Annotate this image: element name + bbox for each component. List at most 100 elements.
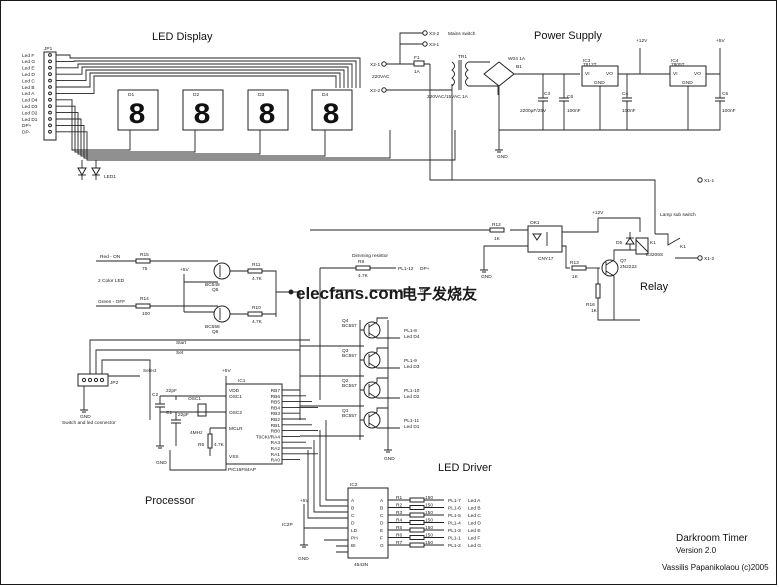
ic1-pin-label: RA0 bbox=[271, 458, 281, 464]
svg-text:+5V: +5V bbox=[180, 267, 189, 273]
segment-bus-line bbox=[56, 69, 345, 88]
jp1-pin-label: Led F bbox=[22, 53, 34, 59]
svg-text:PL1-5: PL1-5 bbox=[448, 513, 461, 519]
svg-text:Led D: Led D bbox=[468, 521, 481, 527]
ic1-pin-label: RB5 bbox=[271, 400, 281, 406]
svg-text:8: 8 bbox=[193, 99, 211, 133]
transistor-q5: BC548 Q5 bbox=[205, 262, 231, 293]
svg-text:+12V: +12V bbox=[592, 210, 604, 216]
svg-text:BC557: BC557 bbox=[342, 383, 357, 389]
ic1-pin-label: RB6 bbox=[271, 394, 281, 400]
svg-text:IC1: IC1 bbox=[238, 378, 246, 384]
svg-text:+5V: +5V bbox=[222, 368, 231, 374]
svg-text:+5V: +5V bbox=[300, 498, 309, 504]
svg-text:PL1-2: PL1-2 bbox=[448, 543, 461, 549]
title-block-version: Version 2.0 bbox=[676, 546, 717, 555]
svg-text:Q5: Q5 bbox=[212, 287, 219, 293]
ic1-pin-label: OSC1 bbox=[229, 394, 242, 400]
jp1-pin bbox=[48, 97, 52, 102]
jp1-pin bbox=[48, 104, 52, 109]
title-processor: Processor bbox=[145, 495, 195, 507]
svg-text:D2: D2 bbox=[193, 92, 199, 98]
watermark-chinese: 电子发烧友 bbox=[402, 285, 477, 303]
svg-text:R5: R5 bbox=[198, 442, 204, 448]
svg-text:R16: R16 bbox=[586, 302, 595, 308]
svg-text:PL1-3: PL1-3 bbox=[448, 528, 461, 534]
svg-text:Green - OFF: Green - OFF bbox=[98, 299, 125, 305]
jp1-pin bbox=[48, 65, 52, 70]
terminal-x2-2 bbox=[381, 87, 387, 93]
svg-text:R7: R7 bbox=[396, 540, 402, 546]
jp1-pin bbox=[48, 129, 52, 134]
svg-text:7812T: 7812T bbox=[583, 62, 597, 68]
jp1-pin-label: Led D3 bbox=[22, 104, 38, 110]
ic2-pin-label: G bbox=[380, 543, 384, 549]
segment-bus-line bbox=[56, 75, 337, 94]
jp1-pin bbox=[48, 78, 52, 83]
svg-text:GND: GND bbox=[298, 556, 309, 562]
bridge-rectifier: W04 1A B1 bbox=[483, 56, 526, 87]
segment-bus-line bbox=[56, 66, 349, 88]
jp1-pin-label: Led D bbox=[22, 72, 35, 78]
ic1-pin-label: RB1 bbox=[271, 423, 281, 429]
svg-text:DP-: DP- bbox=[420, 288, 429, 294]
watermark-latin: elecfans.com bbox=[296, 284, 404, 303]
svg-text:4.7K: 4.7K bbox=[358, 273, 369, 279]
svg-text:150: 150 bbox=[425, 525, 433, 531]
svg-text:PIC16F84AP: PIC16F84AP bbox=[228, 467, 256, 473]
svg-text:BC558: BC558 bbox=[205, 324, 220, 330]
ic1-pin-label: RA3 bbox=[271, 440, 281, 446]
svg-text:1K: 1K bbox=[591, 308, 598, 314]
ic1-pin-label: RB4 bbox=[271, 405, 281, 411]
svg-text:100nF: 100nF bbox=[622, 108, 636, 114]
ic2-pin-label: D bbox=[380, 521, 384, 527]
svg-text:Led A: Led A bbox=[468, 498, 481, 504]
digit-common-line bbox=[56, 118, 326, 157]
svg-text:2200μF/25V: 2200μF/25V bbox=[520, 108, 547, 114]
jp1-pin-label: DP+ bbox=[22, 123, 32, 129]
svg-text:Q4: Q4 bbox=[342, 318, 349, 324]
svg-text:Q6: Q6 bbox=[212, 329, 219, 335]
terminal-x2-1 bbox=[381, 61, 387, 67]
svg-text:150: 150 bbox=[425, 510, 433, 516]
svg-text:100: 100 bbox=[142, 311, 150, 317]
svg-text:D1: D1 bbox=[128, 92, 134, 98]
ic2-pin-label: C bbox=[351, 513, 355, 519]
ic1-pin-label: RB2 bbox=[271, 417, 281, 423]
jp1-pin bbox=[48, 59, 52, 64]
svg-text:+5V: +5V bbox=[716, 38, 725, 44]
svg-text:Q3: Q3 bbox=[342, 348, 349, 354]
svg-text:C4: C4 bbox=[622, 91, 628, 97]
ic2-pin-label: A bbox=[380, 498, 384, 504]
ic2-pin-label: D bbox=[351, 521, 355, 527]
title-power-supply: Power Supply bbox=[534, 30, 602, 42]
svg-text:C1: C1 bbox=[166, 410, 172, 416]
svg-text:R10: R10 bbox=[252, 305, 261, 311]
jp1-pin-label: Led D2 bbox=[22, 110, 38, 116]
svg-text:Led F: Led F bbox=[468, 536, 480, 542]
svg-text:IC3: IC3 bbox=[583, 58, 591, 64]
ic1-pin-label: RA2 bbox=[271, 446, 281, 452]
svg-text:BC557: BC557 bbox=[342, 413, 357, 419]
led-control-section: Red - ON 2 Color LED Green - OFF R15 75 … bbox=[96, 252, 430, 420]
ic2-pin-label: C bbox=[380, 513, 384, 519]
digit-d4: D4 8 bbox=[311, 89, 353, 133]
title-led-driver: LED Driver bbox=[438, 462, 492, 474]
ic1-pin-label: VSS bbox=[229, 454, 239, 460]
svg-text:VI: VI bbox=[673, 71, 678, 77]
svg-text:2 Color LED: 2 Color LED bbox=[98, 278, 125, 284]
digit-d3: D3 8 bbox=[247, 89, 289, 133]
optocoupler-ok1: OK1 CNY17 bbox=[527, 220, 563, 262]
svg-text:X2-1: X2-1 bbox=[370, 62, 380, 68]
svg-text:R6: R6 bbox=[396, 533, 402, 539]
jp1-pin bbox=[48, 110, 52, 115]
svg-text:8: 8 bbox=[258, 99, 276, 133]
